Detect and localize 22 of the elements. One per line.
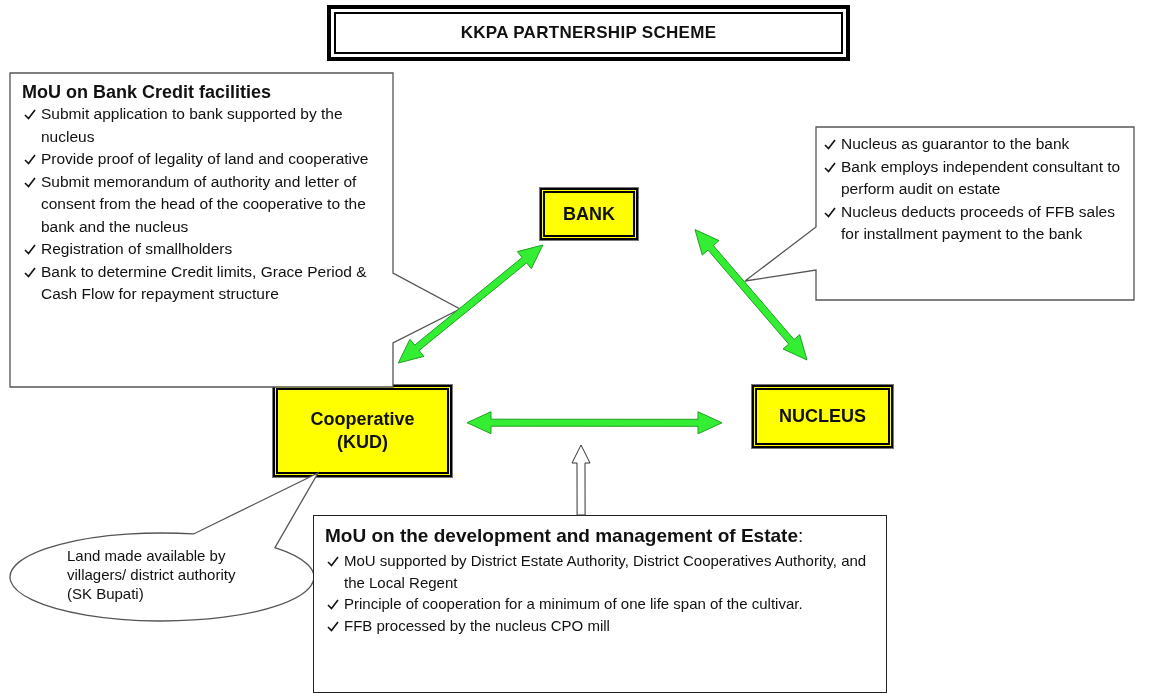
bullet-text: Bank employs independent consultant to perform audit on estate — [841, 157, 1121, 197]
double-arrow — [397, 244, 544, 364]
bank-box: BANK — [540, 188, 638, 240]
title: KKPA PARTNERSHIP SCHEME — [327, 5, 850, 61]
bullet-text: MoU supported by District Estate Authority, District Cooperatives Authority, and the Local Regent — [344, 552, 867, 591]
double-arrow — [466, 411, 723, 435]
bullet-text: Bank to determine Credit limits, Grace Period & Cash Flow for repayment structure — [41, 262, 367, 302]
bullet-text: Nucleus deducts proceeds of FFB sales for installment payment to the bank — [841, 202, 1115, 242]
bullet-text: FFB processed by the nucleus CPO mill — [344, 616, 610, 634]
nucleus-box: NUCLEUS — [752, 385, 893, 448]
bullet-text: Principle of cooperation for a minimum of one life span of the cultivar. — [344, 595, 803, 612]
bullet-text: Submit application to bank supported by the nucleus — [41, 105, 343, 145]
bullet-text: Registration of smallholders — [41, 240, 233, 257]
block-arrow — [571, 444, 591, 516]
bullet-text: Nucleus as guarantor to the bank — [841, 135, 1070, 152]
callout-heading: MoU on Bank Credit facilities — [22, 81, 273, 103]
bullet-text: Submit memorandum of authority and letter of consent from the head of the cooperative to the bank and the nucleus — [41, 172, 366, 235]
note-text: Land made available by villagers/ district authority (SK Bupati) — [67, 546, 237, 603]
bullet-text: Provide proof of legality of land and cooperative — [41, 150, 369, 167]
double-arrow — [694, 229, 808, 361]
box-heading: MoU on the development and management of Estate: — [325, 524, 805, 548]
cooperative-box: Cooperative (KUD) — [273, 385, 452, 477]
